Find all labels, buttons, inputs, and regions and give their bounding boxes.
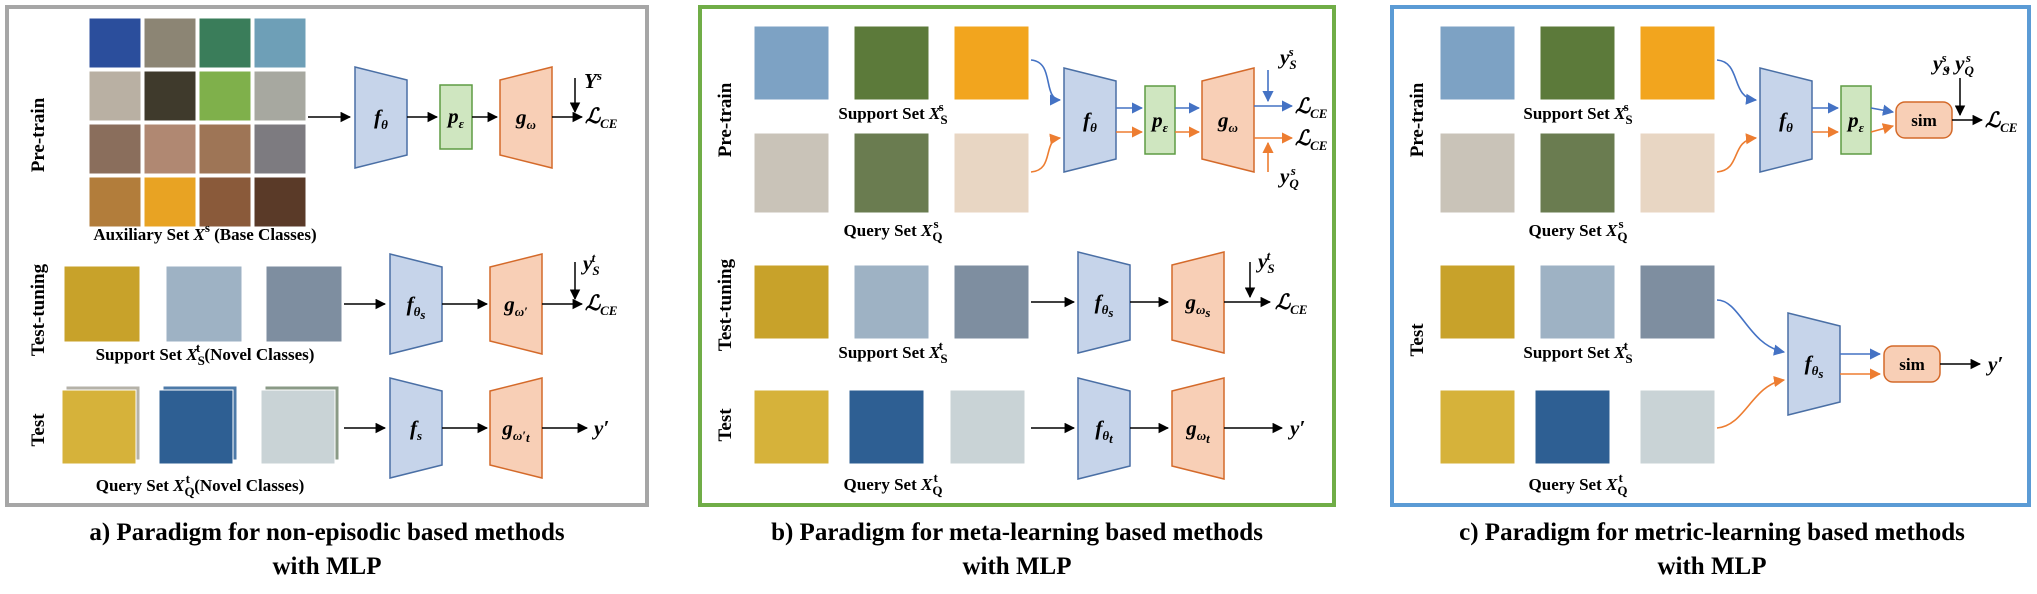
encoder-f-theta-t-b [1077,377,1131,480]
svg-text:gω′t: gω′t [501,416,530,445]
query-set-label-c: Query Set XQs [1529,216,1628,244]
query-images-a [61,385,340,465]
row-label-pretrain-b: Pre-train [715,82,736,157]
query-set-label-b: Query Set XQs [844,216,943,244]
row-label-test: Test [28,413,49,447]
target-ySs-b: ySs [1277,44,1297,72]
encoder-f-theta-b [1063,67,1117,173]
row-label-test-c: Test [1407,323,1428,357]
panel-c: Pre-train Test Support Set XSs Query Set… [1390,5,2031,580]
output-yprime-a: y′ [591,416,609,440]
svg-text:pε: pε [446,104,465,131]
caption-a-line2: with MLP [272,553,381,580]
target-ySt-b: ySt [1255,248,1275,276]
support-images-b-test [753,264,1030,340]
support-set-label-a: Support Set XSt (Novel Classes) [96,340,315,368]
svg-text:gωs: gωs [1185,290,1211,320]
svg-text:fθ: fθ [374,105,388,132]
svg-text:sim: sim [1899,355,1925,374]
query-images-b-test [753,389,1026,465]
auxiliary-set-label: Auxiliary Set Xs (Base Classes) [93,220,316,244]
svg-text:sim: sim [1911,111,1937,130]
encoder-f-theta-s-b [1077,251,1131,354]
svg-text:pε: pε [1150,108,1169,135]
loss-ce-pretrain: ℒCE [585,104,618,131]
svg-text:fθt: fθt [1095,416,1113,446]
support-set-label-b-test: Support Set XSt [838,338,947,366]
encoder-f-theta-s-a [389,253,443,355]
output-yprime-c: y′ [1985,352,2003,376]
panel-c-border [1390,5,2031,507]
support-set-label-c: Support Set XSs [1523,99,1632,127]
caption-b-line2: with MLP [962,553,1071,580]
loss-ce-q-b: ℒCE [1295,126,1328,153]
head-g-omega-b [1201,67,1255,173]
row-label-pretrain: Pre-train [28,97,49,172]
row-label-pretrain-c: Pre-train [1407,82,1428,157]
loss-ce-s-b: ℒCE [1295,94,1328,121]
output-yprime-b: y′ [1287,416,1305,440]
projector-p-eps [439,84,473,150]
svg-text:fs: fs [410,416,422,443]
support-images-c-test [1439,264,1716,340]
target-yQs-b: yQs [1277,163,1299,191]
panel-a-border [5,5,649,507]
head-g-omega-s-b [1171,251,1225,354]
loss-ce-tuning-b: ℒCE [1275,290,1308,317]
head-g-omega [499,66,553,169]
support-images-c [1439,25,1716,101]
caption-c-line1: c) Paradigm for metric-learning based me… [1459,519,1965,546]
panel-b: Pre-train Test-tuning Test Support Set X… [698,5,1336,580]
target-ySt-a: ySt [580,250,600,278]
caption-c-line2: with MLP [1657,553,1766,580]
target-ySs-yQs-c: ySs, yQs [1930,50,1974,78]
projector-p-eps-b [1144,85,1176,155]
encoder-f-theta-c [1759,67,1813,173]
row-label-testtuning-b: Test-tuning [715,258,736,351]
auxiliary-image-grid [88,17,307,228]
support-images-a [63,265,343,343]
row-label-testtuning: Test-tuning [28,263,49,356]
head-g-omega-prime [489,253,543,355]
svg-text:pε: pε [1846,108,1865,135]
support-images-b [753,25,1030,101]
svg-text:fθs: fθs [407,292,426,322]
svg-text:gω: gω [515,105,536,132]
query-images-c [1439,132,1716,214]
query-set-label-b-test: Query Set XQt [844,470,943,498]
target-Ys: Ys [584,68,602,93]
svg-text:gωt: gωt [1185,416,1210,446]
head-g-omega-t [489,377,543,479]
svg-text:gω: gω [1217,108,1238,135]
panel-b-border [698,5,1336,507]
query-images-b [753,132,1030,214]
svg-text:fθ: fθ [1779,108,1793,135]
query-images-c-test [1439,389,1716,465]
query-set-label-c-test: Query Set XQt [1529,470,1628,498]
loss-ce-c: ℒCE [1985,108,2018,135]
caption-b-line1: b) Paradigm for meta-learning based meth… [771,519,1263,546]
caption-a-line1: a) Paradigm for non-episodic based metho… [89,519,565,546]
head-g-omega-t-b [1171,377,1225,480]
support-set-label-b: Support Set XSs [838,99,947,127]
encoder-f-s [389,377,443,479]
svg-text:fθs: fθs [1805,351,1824,381]
svg-text:fθs: fθs [1095,290,1114,320]
encoder-f-theta [354,66,408,169]
svg-text:fθ: fθ [1083,108,1097,135]
support-set-label-c-test: Support Set XSt [1523,338,1632,366]
encoder-f-theta-s-c [1787,312,1841,416]
query-set-label-a: Query Set XQt (Novel Classes) [96,471,305,499]
panel-a: Pre-train Test-tuning Test Auxiliary Set… [5,5,649,580]
svg-text:gω′: gω′ [503,292,528,319]
projector-p-eps-c [1840,85,1872,155]
loss-ce-tuning-a: ℒCE [585,291,618,318]
row-label-test-b: Test [715,408,736,442]
